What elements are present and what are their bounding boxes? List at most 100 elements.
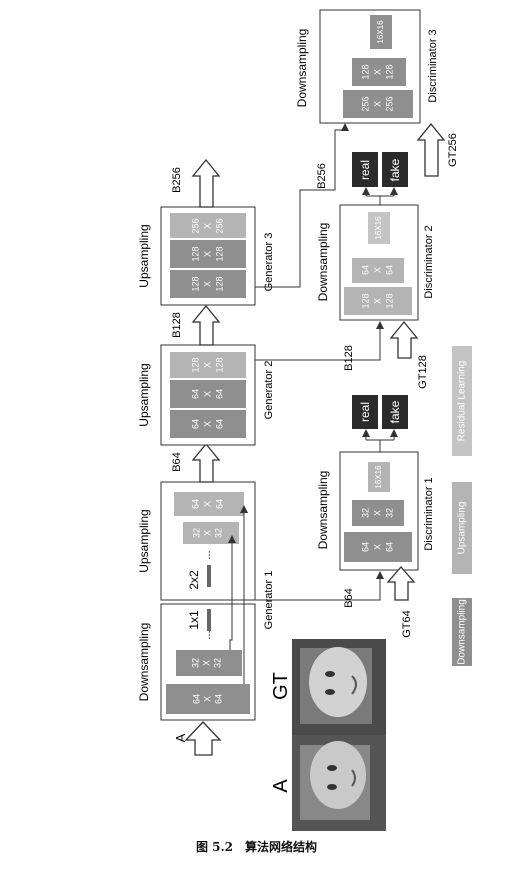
d2-fake-box — [382, 152, 408, 187]
generator-2: Upsampling 64 X 64 64 X 64 128 X 128 Gen… — [137, 304, 275, 446]
g1-skip-connection-1 — [228, 535, 236, 650]
d2-gt-label: GT128 — [417, 355, 429, 389]
d2-real-label: real — [358, 160, 372, 180]
g2-block-1-x: X — [202, 421, 212, 427]
d1-gt-arrow — [386, 566, 416, 601]
g1-down-block-2-a: 32 — [190, 658, 200, 668]
g2-block-3-a: 128 — [190, 357, 200, 372]
d2-name: Discriminator 2 — [423, 225, 435, 298]
g3-block-1-a: 128 — [190, 276, 200, 291]
g1-output-arrow — [191, 442, 221, 483]
d1-fake-box — [382, 395, 408, 429]
g1-up-block-2-a: 64 — [190, 499, 200, 509]
d2-block-2-b: 64 — [384, 265, 394, 275]
g2-block-1-b: 64 — [214, 419, 224, 429]
g2-output-label: B128 — [171, 312, 183, 338]
d2-block-1-x: X — [372, 298, 382, 304]
d1-block-1: 64 X 64 — [344, 532, 412, 562]
d3-block-2: 128 X 128 — [352, 58, 406, 86]
g1-down-block-1-b: 64 — [213, 694, 223, 704]
g1-down-dots: ... — [201, 630, 213, 639]
g3-block-3: 256 X 256 — [170, 213, 246, 238]
d3-block-1-a: 256 — [360, 96, 370, 111]
legend-residual-swatch — [452, 346, 472, 456]
g2-block-2: 64 X 64 — [170, 380, 246, 408]
legend-downsampling-swatch — [452, 598, 472, 666]
d2-block-3-a: 16X16 — [374, 216, 383, 240]
g3-block-3-x: X — [202, 223, 212, 229]
d2-gt-arrow — [389, 320, 419, 359]
image-a-label: A — [270, 779, 292, 793]
d2-block-2-x: X — [372, 267, 382, 273]
d1-name: Discriminator 1 — [423, 477, 435, 550]
generator-3: Upsampling 128 X 128 128 X 128 256 X 256… — [137, 158, 275, 306]
d2-block-1: 128 X 128 — [344, 287, 412, 315]
d1-block-2-b: 32 — [384, 508, 394, 518]
d3-block-2-b: 128 — [384, 64, 394, 79]
d1-title: Downsampling — [316, 471, 330, 550]
g1-up-block-1: 32 X 32 — [183, 522, 239, 544]
g2-block-2-x: X — [202, 391, 212, 397]
d3-input-label: B256 — [316, 163, 328, 189]
d3-gt-label: GT256 — [447, 133, 459, 167]
d1-block-2-x: X — [372, 510, 382, 516]
d1-block-1-x: X — [372, 544, 382, 550]
d1-block-1-a: 64 — [360, 542, 370, 552]
g2-block-3-x: X — [202, 362, 212, 368]
d3-block-1-x: X — [372, 101, 382, 107]
g3-output-arrow — [191, 158, 221, 208]
g3-to-d3-line — [255, 123, 349, 288]
d3-block-3-a: 16X16 — [376, 20, 385, 44]
g3-block-2-b: 128 — [214, 246, 224, 261]
figure-title: 算法网络结构 — [245, 840, 318, 854]
g3-block-3-b: 256 — [214, 218, 224, 233]
d1-block-3-a: 16X16 — [374, 465, 383, 489]
g2-block-3-b: 128 — [214, 357, 224, 372]
discriminator-2: Downsampling 128 X 128 64 X 64 16X16 Dis… — [316, 152, 435, 389]
d2-fake-label: fake — [388, 158, 402, 181]
legend-residual-label: Residual Learning — [457, 361, 468, 442]
g1-up-block-1-x: X — [202, 530, 212, 536]
g1-up-block-1-b: 32 — [213, 528, 223, 538]
legend-downsampling-label: Downsampling — [457, 599, 468, 665]
g3-block-2-x: X — [202, 251, 212, 257]
d3-block-2-x: X — [372, 69, 382, 75]
g1-down-block-2-x: X — [201, 660, 211, 666]
g1-up-block-2-b: 64 — [214, 499, 224, 509]
g2-block-1-a: 64 — [190, 419, 200, 429]
g1-down-block-1-x: X — [202, 696, 212, 702]
d2-block-2-a: 64 — [360, 265, 370, 275]
g2-to-d2-line — [255, 321, 384, 361]
g1-conv2-label: 2x2 — [187, 570, 201, 590]
g1-down-block-2-b: 32 — [212, 658, 222, 668]
g3-block-2: 128 X 128 — [170, 240, 246, 268]
g2-title: Upsampling — [137, 363, 151, 426]
d2-block-3: 16X16 — [368, 212, 390, 244]
g3-block-2-a: 128 — [190, 246, 200, 261]
d3-title: Downsampling — [295, 29, 309, 108]
d2-input-label: B128 — [343, 345, 355, 371]
d1-gt-label: GT64 — [401, 610, 413, 638]
legend: Downsampling Upsampling Residual Learnin… — [452, 346, 472, 666]
g3-block-1: 128 X 128 — [170, 270, 246, 298]
g2-block-2-b: 64 — [214, 389, 224, 399]
d1-block-1-b: 64 — [384, 542, 394, 552]
d1-block-2: 32 X 32 — [352, 500, 404, 526]
g1-up-block-1-a: 32 — [191, 528, 201, 538]
d3-block-3: 16X16 — [370, 15, 392, 49]
g2-name: Generator 2 — [263, 361, 275, 420]
d2-real-box — [352, 152, 378, 187]
g1-up-block-2-x: X — [202, 501, 212, 507]
d1-input-label: B64 — [343, 588, 355, 608]
input-images: A GT — [270, 639, 386, 831]
d3-name: Discriminator 3 — [427, 29, 439, 102]
d1-real-box — [352, 395, 378, 429]
image-gt-label: GT — [270, 672, 292, 700]
g3-block-3-a: 256 — [190, 218, 200, 233]
d1-block-3: 16X16 — [368, 462, 390, 492]
g1-down-block-1: 64 X 64 — [166, 684, 250, 714]
d3-block-2-a: 128 — [360, 64, 370, 79]
legend-upsampling-label: Upsampling — [457, 502, 468, 555]
